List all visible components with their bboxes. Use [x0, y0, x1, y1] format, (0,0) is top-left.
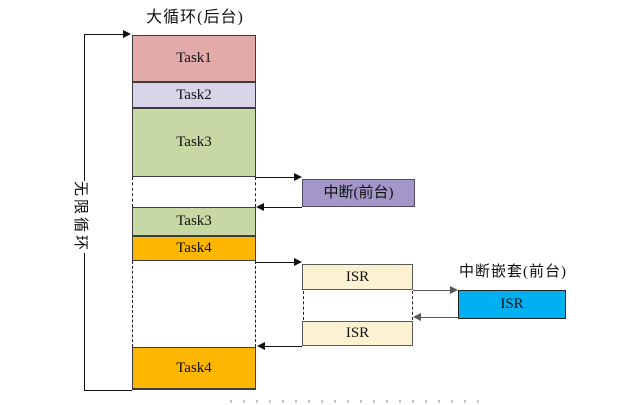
arrow-nested-return-line	[421, 317, 458, 318]
interrupt-gap-1	[132, 177, 256, 207]
arrow-interrupt-return-head-icon	[256, 203, 264, 211]
loop-line-vertical-bottom	[84, 253, 85, 391]
nested-interrupt-title: 中断嵌套(前台)	[459, 264, 567, 280]
interrupt-gap-2	[132, 261, 256, 347]
task3-resume-box: Task3	[132, 207, 256, 236]
arrow-task3-to-interrupt-line	[256, 177, 294, 178]
arrow-task3-to-interrupt-head-icon	[294, 173, 302, 181]
task2-box: Task2	[132, 82, 256, 108]
loop-line-vertical-top	[84, 34, 85, 181]
isr-gap-dash-left	[303, 291, 304, 320]
loop-arrowhead-icon	[123, 30, 131, 38]
interrupt-foreground-box: 中断(前台)	[302, 179, 415, 207]
arrow-task4-to-isr-line	[256, 262, 294, 263]
cropped-caption-fragment	[230, 400, 480, 403]
isr-gap-dash-right	[412, 291, 413, 320]
task3-box: Task3	[132, 108, 256, 177]
arrow-task4-to-isr-head-icon	[294, 258, 302, 266]
arrow-isr-to-nested-head-icon	[450, 286, 458, 294]
isr-box-2: ISR	[302, 321, 413, 346]
arrow-isr-to-nested-line	[413, 290, 450, 291]
isr-box-1: ISR	[302, 264, 413, 290]
task4-box: Task4	[132, 236, 256, 261]
nested-isr-box: ISR	[458, 290, 566, 319]
loop-line-bottom	[84, 390, 132, 391]
task1-box: Task1	[132, 35, 256, 82]
arrow-isr-return-line	[265, 346, 302, 347]
arrow-nested-return-head-icon	[413, 313, 421, 321]
arrow-interrupt-return-line	[264, 207, 302, 208]
background-loop-title: 大循环(后台)	[146, 9, 244, 26]
task4-resume-box: Task4	[132, 347, 256, 390]
loop-line-top	[84, 34, 123, 35]
arrow-isr-return-head-icon	[257, 342, 265, 350]
infinite-loop-label: 无限循环	[72, 181, 88, 254]
